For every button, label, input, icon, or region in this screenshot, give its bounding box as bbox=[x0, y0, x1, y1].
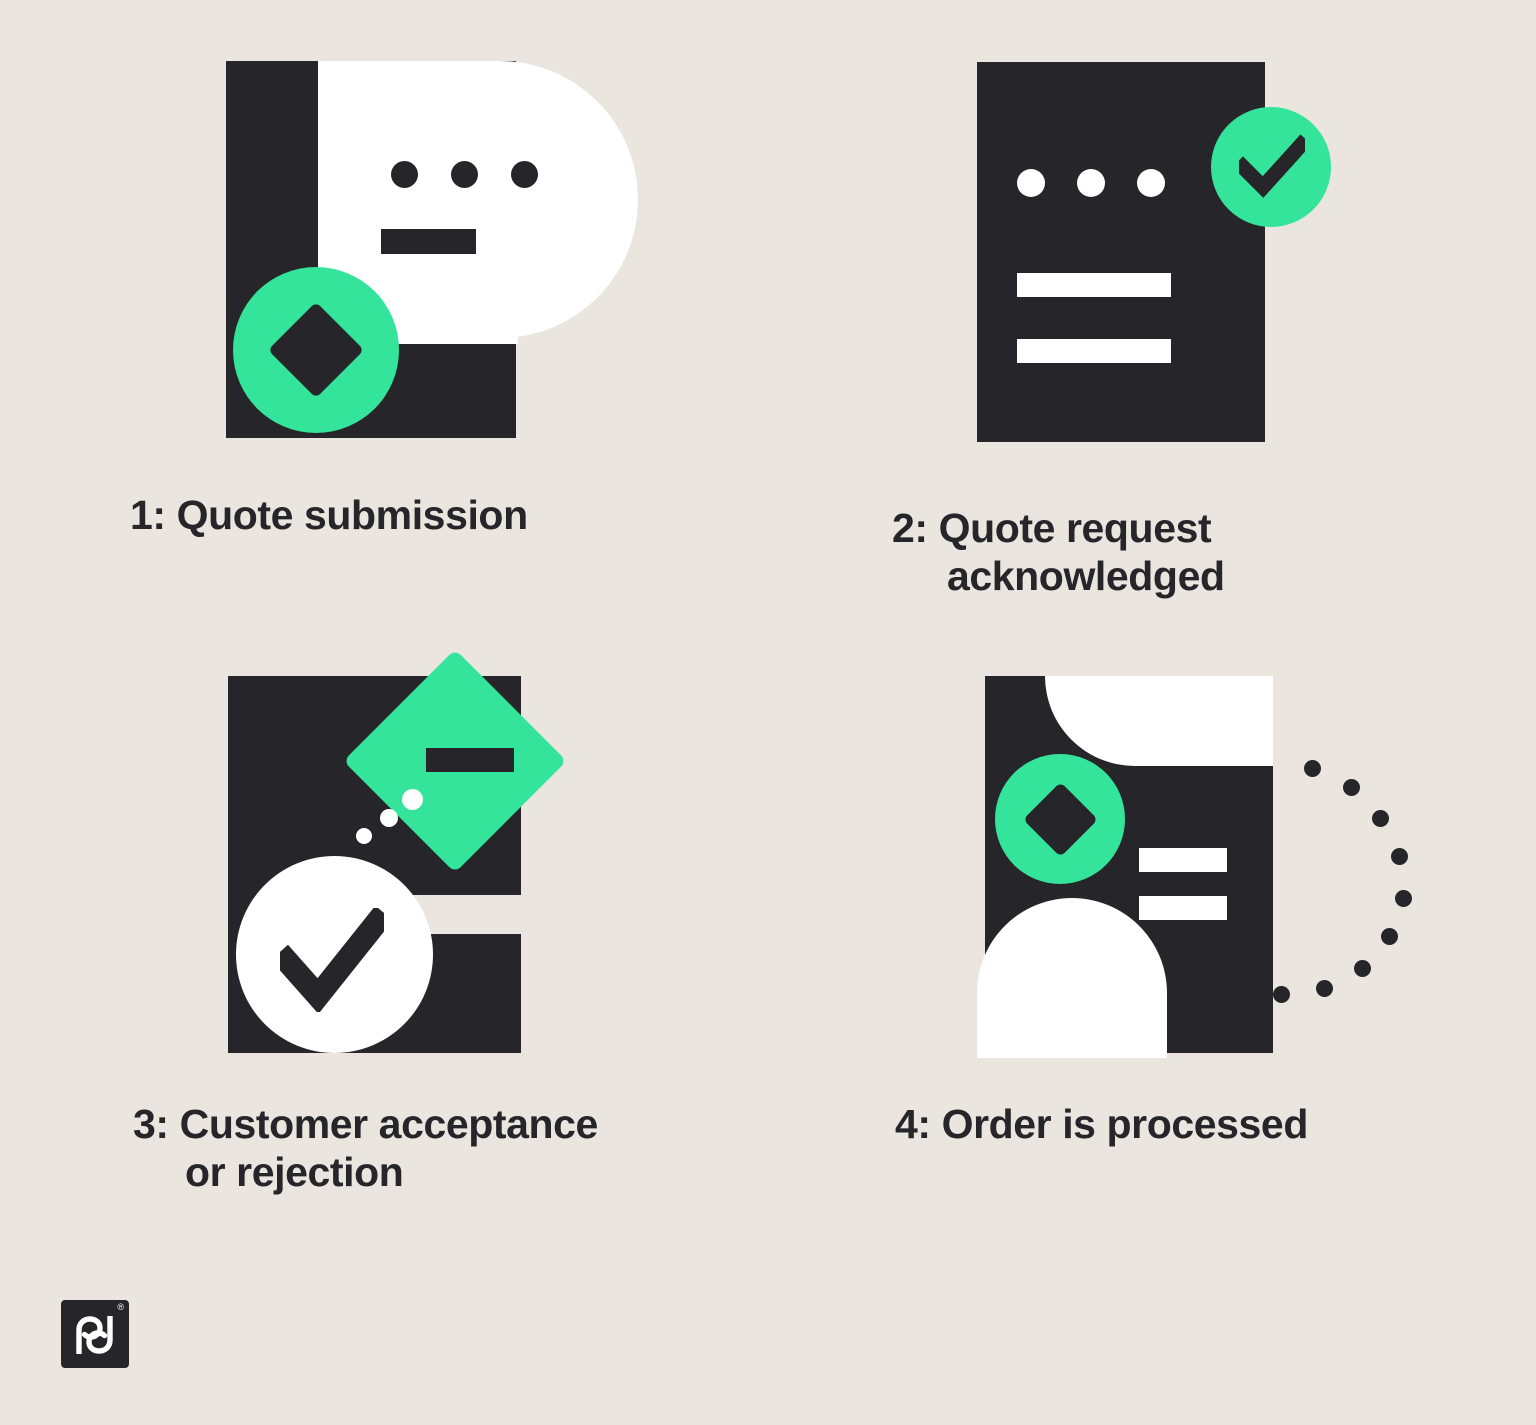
document-line-1 bbox=[1139, 848, 1227, 872]
arc-dot-3-icon bbox=[1372, 810, 1389, 827]
step-3-label-line-2: or rejection bbox=[185, 1149, 404, 1196]
checkmark-icon bbox=[280, 908, 384, 1012]
step-3-icon bbox=[228, 649, 658, 1066]
arc-dot-9-icon bbox=[1273, 986, 1290, 1003]
arc-dot-7-icon bbox=[1354, 960, 1371, 977]
step-4-icon bbox=[977, 676, 1536, 1066]
step-4-label: 4: Order is processed bbox=[895, 1101, 1308, 1147]
trail-dot-3-icon bbox=[402, 789, 423, 810]
step-2-icon bbox=[977, 62, 1377, 452]
registered-trademark-mark: ® bbox=[117, 1302, 124, 1312]
white-circle bbox=[236, 856, 433, 1053]
arc-dot-1-icon bbox=[1304, 760, 1321, 777]
document-corner-cut-bottom bbox=[977, 898, 1167, 1058]
trail-dot-2-icon bbox=[380, 809, 398, 827]
pandadoc-logo[interactable]: ® bbox=[61, 1300, 129, 1368]
arc-dot-6-icon bbox=[1381, 928, 1398, 945]
arc-dot-8-icon bbox=[1316, 980, 1333, 997]
step-2-label-line-1: 2: Quote request bbox=[892, 505, 1212, 551]
document-line-2 bbox=[1139, 896, 1227, 920]
bubble-text-bar bbox=[381, 229, 476, 254]
document-dot-3-icon bbox=[1137, 169, 1165, 197]
trail-dot-1-icon bbox=[356, 828, 372, 844]
dark-document bbox=[977, 62, 1265, 442]
step-3-label-line-1: 3: Customer acceptance bbox=[133, 1101, 598, 1147]
bubble-dot-2-icon bbox=[451, 161, 478, 188]
step-1-icon bbox=[226, 61, 656, 451]
arc-dot-4-icon bbox=[1391, 848, 1408, 865]
arc-dot-2-icon bbox=[1343, 779, 1360, 796]
step-1-label: 1: Quote submission bbox=[130, 492, 528, 538]
document-line-2 bbox=[1017, 339, 1171, 363]
document-dot-2-icon bbox=[1077, 169, 1105, 197]
bubble-dot-1-icon bbox=[391, 161, 418, 188]
document-line-1 bbox=[1017, 273, 1171, 297]
checkmark-icon bbox=[1239, 134, 1305, 198]
arc-dot-5-icon bbox=[1395, 890, 1412, 907]
pd-monogram-icon bbox=[76, 1316, 113, 1354]
step-2-label-line-2: acknowledged bbox=[947, 553, 1225, 600]
bubble-dot-3-icon bbox=[511, 161, 538, 188]
minus-bar-icon bbox=[426, 748, 514, 772]
document-dot-1-icon bbox=[1017, 169, 1045, 197]
